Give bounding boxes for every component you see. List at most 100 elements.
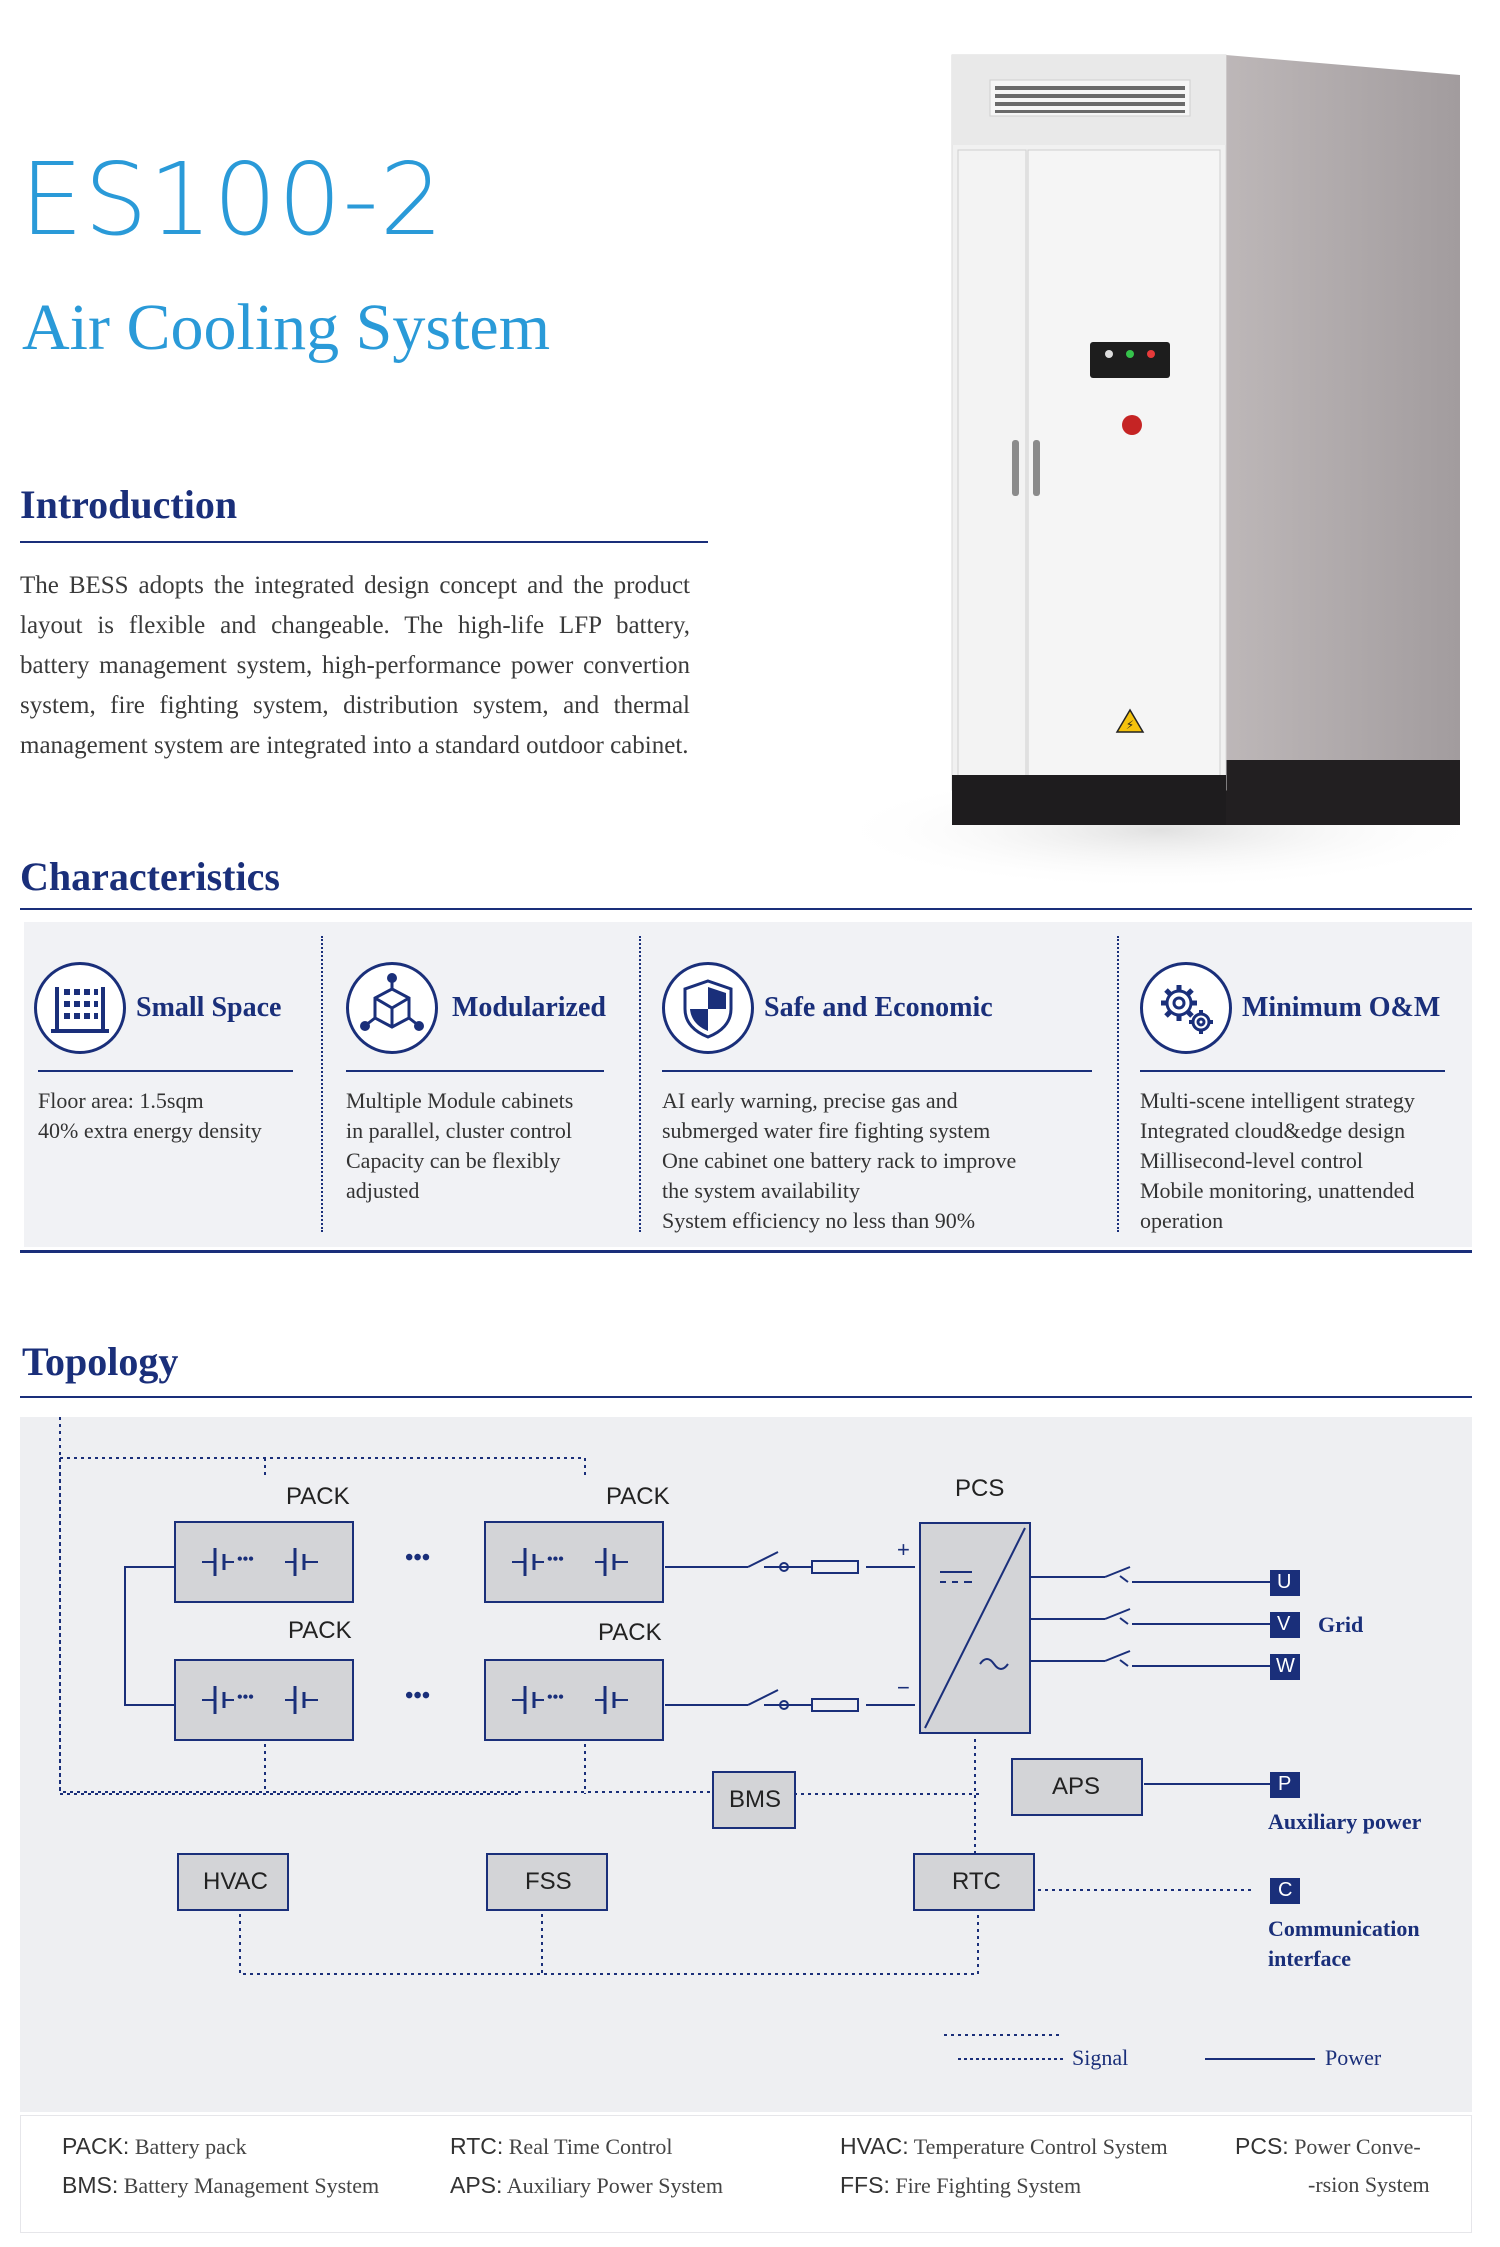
rtc-box: [913, 1853, 1035, 1911]
characteristic-title: Safe and Economic: [764, 992, 993, 1023]
description-line: System efficiency no less than 90%: [662, 1208, 976, 1233]
module-cube-icon: [346, 962, 438, 1054]
shield-icon: [662, 962, 754, 1054]
phase-u-badge: U: [1277, 1571, 1292, 1593]
cell-ellipsis: •••: [547, 1689, 564, 1706]
glossary-continuation: -rsion System: [1308, 2172, 1430, 2197]
glossary-item: HVAC: Temperature Control System: [840, 2133, 1168, 2160]
phase-w-badge: W: [1276, 1655, 1295, 1677]
glossary-item: BMS: Battery Management System: [62, 2172, 379, 2199]
glossary-abbr: APS:: [450, 2172, 503, 2198]
description-line: the system availability: [662, 1178, 860, 1203]
pack-label: PACK: [606, 1483, 670, 1510]
bms-label: BMS: [729, 1786, 782, 1813]
pack-box: [174, 1659, 354, 1741]
characteristic-title: Minimum O&M: [1242, 992, 1441, 1023]
comm-line: Communication: [1268, 1916, 1420, 1941]
rtc-label: RTC: [952, 1868, 1001, 1895]
pack-box: [484, 1521, 664, 1603]
pack-label: PACK: [286, 1483, 350, 1510]
characteristic-description: Multiple Module cabinets in parallel, cl…: [346, 1086, 573, 1206]
characteristic-title: Modularized: [452, 992, 606, 1023]
description-line: Capacity can be flexibly: [346, 1148, 561, 1173]
description-line: in parallel, cluster control: [346, 1118, 573, 1143]
glossary-abbr: RTC:: [450, 2133, 504, 2159]
characteristic-rule: [662, 1070, 1092, 1072]
description-line: operation: [1140, 1208, 1224, 1233]
phase-v-badge: V: [1277, 1613, 1291, 1635]
topology-heading: Topology: [22, 1339, 179, 1384]
characteristics-panel: Small Space Floor area: 1.5sqm 40% extra…: [24, 922, 1472, 1247]
glossary-abbr: PCS:: [1235, 2133, 1289, 2159]
description-line: One cabinet one battery rack to improve: [662, 1148, 1017, 1173]
glossary-panel: [20, 2115, 1472, 2233]
characteristic-title: Small Space: [136, 992, 282, 1023]
aux-power-label: Auxiliary power: [1268, 1809, 1422, 1834]
glossary-item: PCS: Power Conve-: [1235, 2133, 1421, 2160]
topology-divider: [20, 1396, 1472, 1398]
aux-power-badge: P: [1278, 1773, 1292, 1795]
fss-box: [486, 1853, 608, 1911]
glossary-desc: Battery Management System: [123, 2173, 380, 2198]
grid-label: Grid: [1318, 1612, 1364, 1637]
building-icon: [34, 962, 126, 1054]
description-line: AI early warning, precise gas and: [662, 1088, 958, 1113]
introduction-text: The BESS adopts the integrated design co…: [20, 572, 690, 759]
fss-label: FSS: [525, 1868, 572, 1895]
comm-interface-badge: C: [1278, 1879, 1293, 1901]
ellipsis: •••: [405, 1683, 431, 1709]
pack-label: PACK: [598, 1619, 662, 1646]
characteristic-small-space: Small Space Floor area: 1.5sqm 40% extra…: [24, 922, 319, 1247]
characteristics-heading: Characteristics: [20, 854, 280, 899]
glossary-desc: Battery pack: [134, 2134, 247, 2159]
characteristic-rule: [1140, 1070, 1445, 1072]
characteristic-description: AI early warning, precise gas and submer…: [662, 1086, 1016, 1236]
column-separator: [1117, 936, 1119, 1232]
cell-ellipsis: •••: [237, 1551, 254, 1568]
characteristic-safe-economic: Safe and Economic AI early warning, prec…: [642, 922, 1117, 1247]
hvac-box: [177, 1853, 289, 1911]
introduction-divider: [20, 541, 708, 543]
description-line: Multiple Module cabinets: [346, 1088, 574, 1113]
characteristic-rule: [346, 1070, 604, 1072]
pcs-label: PCS: [955, 1475, 1005, 1502]
cell-ellipsis: •••: [237, 1689, 254, 1706]
topology-diagram-panel: PACK PACK PACK PACK ••• ••• ••• ••• ••• …: [20, 1417, 1472, 2112]
glossary-desc: Power Conve-: [1294, 2134, 1421, 2159]
aps-box: [1011, 1758, 1143, 1816]
model-title: ES100-2: [20, 141, 445, 258]
glossary-abbr: BMS:: [62, 2172, 119, 2198]
description-line: 40% extra energy density: [38, 1118, 262, 1143]
glossary-item: PACK: Battery pack: [62, 2133, 247, 2160]
introduction-heading: Introduction: [20, 482, 238, 527]
comm-interface-label: Communication interface: [1268, 1914, 1420, 1974]
description-line: Millisecond-level control: [1140, 1148, 1363, 1173]
legend-signal: Signal: [1072, 2045, 1129, 2070]
characteristic-rule: [38, 1070, 293, 1072]
glossary-abbr: HVAC:: [840, 2133, 909, 2159]
description-line: Integrated cloud&edge design: [1140, 1118, 1406, 1143]
svg-text:⚡: ⚡: [1126, 718, 1134, 732]
glossary-desc: Temperature Control System: [913, 2134, 1168, 2159]
description-line: Multi-scene intelligent strategy: [1140, 1088, 1415, 1113]
cabinet-image: ⚡: [830, 54, 1490, 890]
characteristics-bottom-rule: [20, 1250, 1472, 1253]
glossary-item: APS: Auxiliary Power System: [450, 2172, 723, 2199]
characteristic-description: Multi-scene intelligent strategy Integra…: [1140, 1086, 1415, 1236]
characteristic-description: Floor area: 1.5sqm 40% extra energy dens…: [38, 1086, 262, 1146]
glossary-item: FFS: Fire Fighting System: [840, 2172, 1081, 2199]
characteristics-top-rule: [20, 908, 1472, 910]
glossary-desc: Real Time Control: [508, 2134, 673, 2159]
column-separator: [321, 936, 323, 1232]
topology-diagram: [59, 1417, 1315, 2060]
glossary-item: RTC: Real Time Control: [450, 2133, 673, 2160]
ellipsis: •••: [405, 1545, 431, 1571]
description-line: Mobile monitoring, unattended: [1140, 1178, 1415, 1203]
characteristic-modularized: Modularized Multiple Module cabinets in …: [324, 922, 639, 1247]
comm-line: interface: [1268, 1946, 1352, 1971]
column-separator: [639, 936, 641, 1232]
pack-label: PACK: [288, 1617, 352, 1644]
description-line: adjusted: [346, 1178, 420, 1203]
minus-sign: −: [897, 1675, 910, 1700]
product-subtitle: Air Cooling System: [22, 291, 551, 364]
